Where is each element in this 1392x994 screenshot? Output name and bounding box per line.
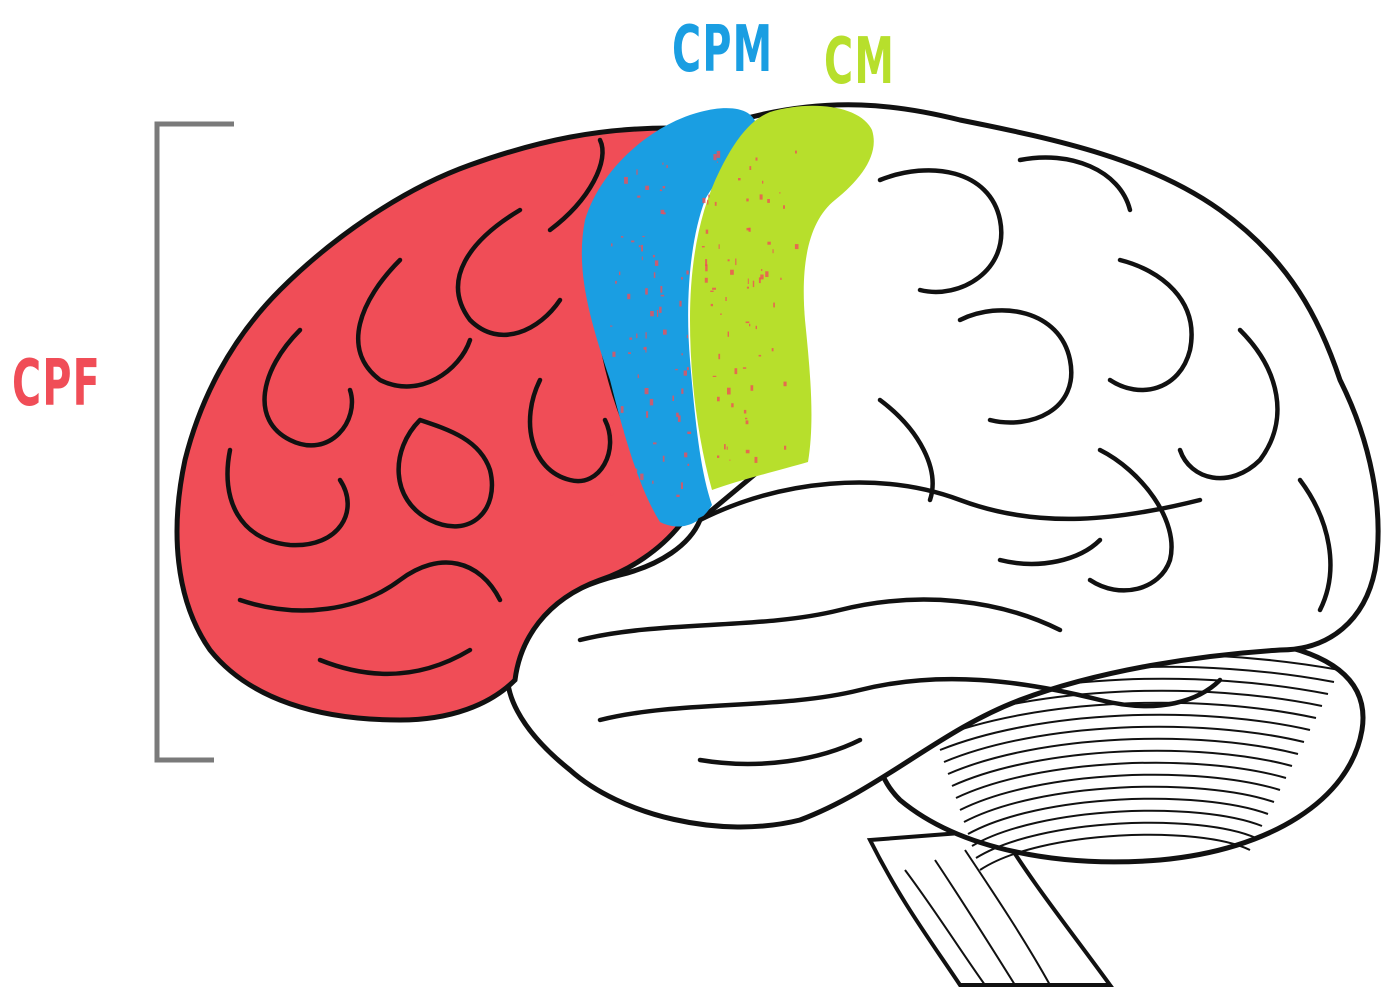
cm-label: CM <box>824 30 895 94</box>
cpm-label: CPM <box>672 18 773 82</box>
cpf-label: CPF <box>12 352 101 416</box>
